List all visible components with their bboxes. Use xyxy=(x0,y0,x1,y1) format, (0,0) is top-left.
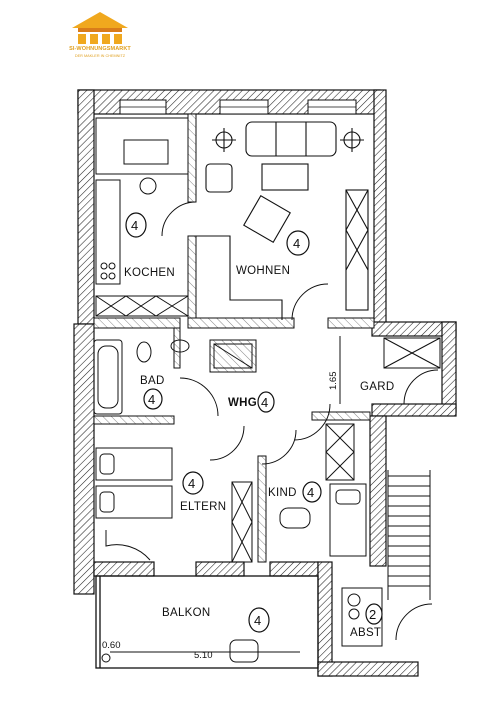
room-number-storage: 2 xyxy=(369,607,376,622)
dimension-balcony-depth: 0.60 xyxy=(102,640,121,651)
house-logo-icon xyxy=(72,12,128,44)
logo-name: SI-WOHNUNGSMARKT xyxy=(69,46,131,52)
balcony-details xyxy=(101,639,300,663)
room-number-parents: 4 xyxy=(188,476,195,491)
bedroom-furniture xyxy=(95,447,253,563)
room-number-markers xyxy=(125,212,383,633)
room-label-living: WOHNEN xyxy=(236,265,290,277)
room-label-wardrobe: GARD xyxy=(360,381,394,393)
kitchen-furniture xyxy=(95,117,189,317)
balcony-outline xyxy=(95,575,319,669)
room-number-bath: 4 xyxy=(148,392,155,407)
bath-fixtures xyxy=(93,339,253,415)
child-room-furniture xyxy=(279,423,367,557)
room-number-child: 4 xyxy=(307,485,314,500)
company-logo: SI-WOHNUNGSMARKT DER MAKLER IN CHEMNITZ xyxy=(64,10,136,72)
room-label-child: KIND xyxy=(268,487,297,499)
door-swings xyxy=(161,201,331,465)
room-label-hall: WHG xyxy=(228,397,257,409)
dimension-hall-width: 1.65 xyxy=(328,372,339,391)
inner-walls xyxy=(93,113,375,563)
staircase xyxy=(387,470,431,600)
logo-tagline: DER MAKLER IN CHEMNITZ xyxy=(74,54,126,58)
room-label-balcony: BALKON xyxy=(162,607,210,619)
room-label-parents: ELTERN xyxy=(180,501,226,513)
room-label-storage: ABST xyxy=(350,627,381,639)
room-number-living: 4 xyxy=(293,236,300,251)
dimension-balcony-length: 5.10 xyxy=(194,650,213,661)
room-number-kitchen: 4 xyxy=(131,218,138,233)
living-furniture xyxy=(196,121,369,320)
room-label-kitchen: KOCHEN xyxy=(124,267,175,279)
wardrobe-fixtures xyxy=(291,283,441,405)
room-number-balcony: 4 xyxy=(254,613,261,628)
room-number-hall: 4 xyxy=(261,395,268,410)
room-label-bath: BAD xyxy=(140,375,165,387)
outer-walls xyxy=(73,89,457,677)
